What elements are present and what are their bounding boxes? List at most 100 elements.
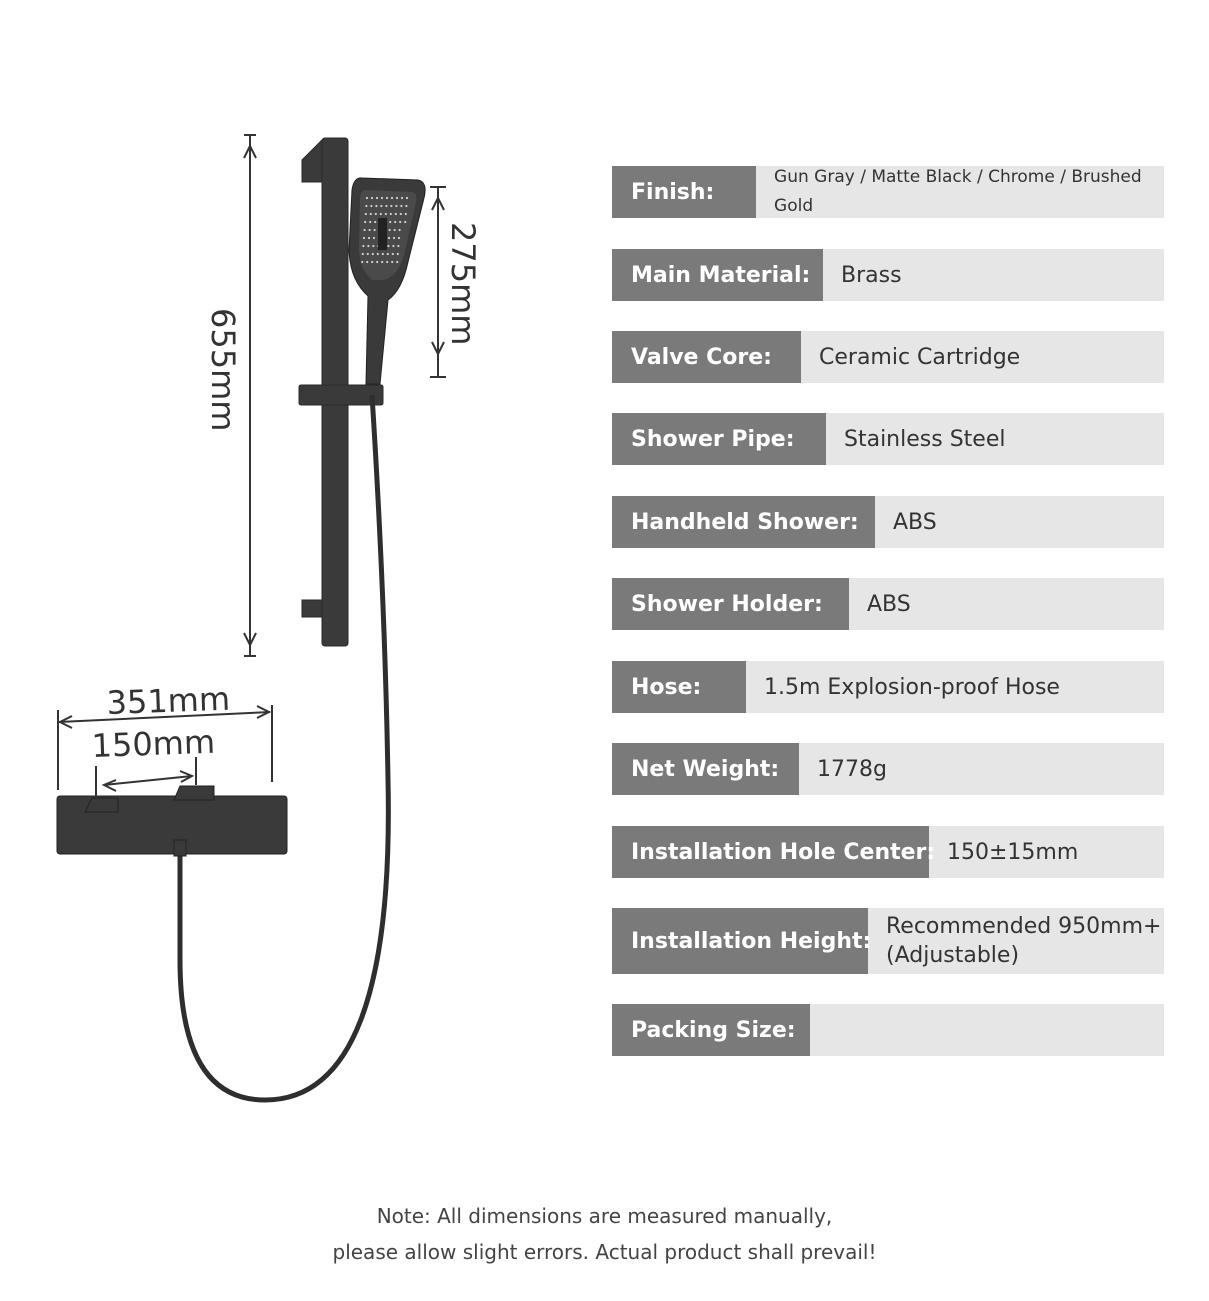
- nozzle-dot: [376, 260, 379, 264]
- nozzle-dot: [381, 252, 384, 256]
- nozzle-dot: [369, 220, 372, 224]
- nozzle-dot: [404, 212, 407, 216]
- spec-row: Finish: Gun Gray / Matte Black / Chrome /…: [612, 166, 1164, 218]
- spec-value: Gun Gray / Matte Black / Chrome / Brushe…: [774, 167, 1142, 216]
- nozzle-dot: [384, 212, 387, 216]
- valve-width-dimension: [57, 705, 273, 790]
- nozzle-dot: [405, 204, 408, 208]
- spec-value: [810, 1004, 828, 1056]
- nozzle-dot: [396, 260, 399, 264]
- nozzle-dot: [393, 228, 396, 232]
- note-line-2: please allow slight errors. Actual produ…: [332, 1240, 877, 1264]
- nozzle-dot: [395, 196, 399, 200]
- spec-value: Ceramic Cartridge: [819, 344, 1021, 370]
- nozzle-dot: [366, 252, 369, 256]
- nozzle-dot: [380, 196, 384, 200]
- nozzle-dot: [379, 212, 382, 216]
- spec-label: Net Weight:: [612, 743, 799, 795]
- nozzle-dot: [394, 220, 397, 224]
- shower-head-height-label: 275mm: [444, 222, 482, 345]
- spec-row: Packing Size:: [612, 1004, 1164, 1056]
- nozzle-dot: [380, 204, 383, 208]
- nozzle-dot: [363, 228, 366, 232]
- nozzle-dot: [392, 236, 396, 240]
- nozzle-dot: [391, 252, 394, 256]
- spec-label: Installation Height:: [612, 908, 871, 974]
- spec-label: Handheld Shower:: [612, 496, 875, 548]
- nozzle-dot: [390, 196, 394, 200]
- nozzle-dot: [371, 252, 374, 256]
- nozzle-dot: [365, 204, 368, 208]
- nozzle-dot: [398, 228, 401, 232]
- spec-value: 1.5m Explosion-proof Hose: [764, 674, 1060, 700]
- nozzle-dot: [381, 260, 384, 264]
- nozzle-dot: [392, 244, 395, 248]
- spec-value: Recommended 950mm+ (Adjustable): [886, 914, 1162, 968]
- nozzle-dot: [394, 212, 397, 216]
- hole-center-dimension: [95, 757, 197, 798]
- nozzle-dot: [362, 236, 366, 240]
- spec-value: 150±15mm: [947, 839, 1079, 865]
- nozzle-dot: [399, 220, 402, 224]
- spec-row: Handheld Shower: ABS: [612, 496, 1164, 548]
- spec-label: Finish:: [612, 166, 757, 218]
- nozzle-dot: [367, 244, 370, 248]
- nozzle-dot: [364, 220, 367, 224]
- nozzle-dot: [391, 260, 394, 264]
- rail-height-label: 655mm: [204, 308, 242, 431]
- nozzle-dot: [388, 228, 391, 232]
- spec-row: Installation Hole Center: 150±15mm: [612, 826, 1164, 878]
- spec-value: ABS: [893, 509, 937, 535]
- spec-value: ABS: [867, 591, 911, 617]
- slide-rail: [298, 137, 384, 647]
- nozzle-dot: [367, 236, 371, 240]
- nozzle-dot: [390, 204, 393, 208]
- shower-hose: [177, 394, 391, 1103]
- nozzle-dot: [395, 204, 398, 208]
- nozzle-dot: [374, 212, 377, 216]
- hole-center-label: 150mm: [91, 723, 216, 765]
- handheld-shower: [348, 177, 426, 385]
- nozzle-dot: [361, 260, 364, 264]
- nozzle-dot: [396, 252, 399, 256]
- spec-row: Shower Holder: ABS: [612, 578, 1164, 630]
- nozzle-dot: [385, 196, 389, 200]
- nozzle-dot: [404, 220, 407, 224]
- spec-label: Hose:: [612, 661, 746, 713]
- nozzle-dot: [365, 196, 369, 200]
- nozzle-dot: [397, 236, 401, 240]
- spec-label: Shower Pipe:: [612, 413, 826, 465]
- note-line-1: Note: All dimensions are measured manual…: [376, 1204, 833, 1228]
- nozzle-dot: [373, 228, 376, 232]
- nozzle-dot: [400, 196, 404, 200]
- nozzle-dot: [400, 204, 403, 208]
- nozzle-dot: [387, 236, 391, 240]
- spec-label: Shower Holder:: [612, 578, 849, 630]
- nozzle-dot: [387, 244, 390, 248]
- spec-label: Installation Hole Center:: [612, 826, 935, 878]
- spec-label: Main Material:: [612, 249, 823, 301]
- nozzle-dot: [399, 212, 402, 216]
- nozzle-dot: [386, 260, 389, 264]
- nozzle-dot: [386, 252, 389, 256]
- spec-row: Shower Pipe:Stainless Steel: [612, 413, 1164, 465]
- nozzle-dot: [385, 204, 388, 208]
- nozzle-dot: [370, 196, 374, 200]
- valve-width-label: 351mm: [106, 680, 231, 722]
- nozzle-dot: [375, 196, 379, 200]
- nozzle-dot: [371, 260, 374, 264]
- note: Note: All dimensions are measured manual…: [0, 1198, 1209, 1270]
- spec-label: Packing Size:: [612, 1004, 810, 1056]
- nozzle-dot: [370, 204, 373, 208]
- nozzle-dot: [364, 212, 367, 216]
- spec-row: Valve Core:Ceramic Cartridge: [612, 331, 1164, 383]
- nozzle-dot: [397, 244, 400, 248]
- spec-row: Hose: 1.5m Explosion-proof Hose: [612, 661, 1164, 713]
- nozzle-dot: [405, 196, 409, 200]
- nozzle-dot: [361, 252, 364, 256]
- nozzle-dot: [372, 236, 376, 240]
- spec-row: Net Weight:1778g: [612, 743, 1164, 795]
- spec-row: Main Material:Brass: [612, 249, 1164, 301]
- nozzle-dot: [369, 212, 372, 216]
